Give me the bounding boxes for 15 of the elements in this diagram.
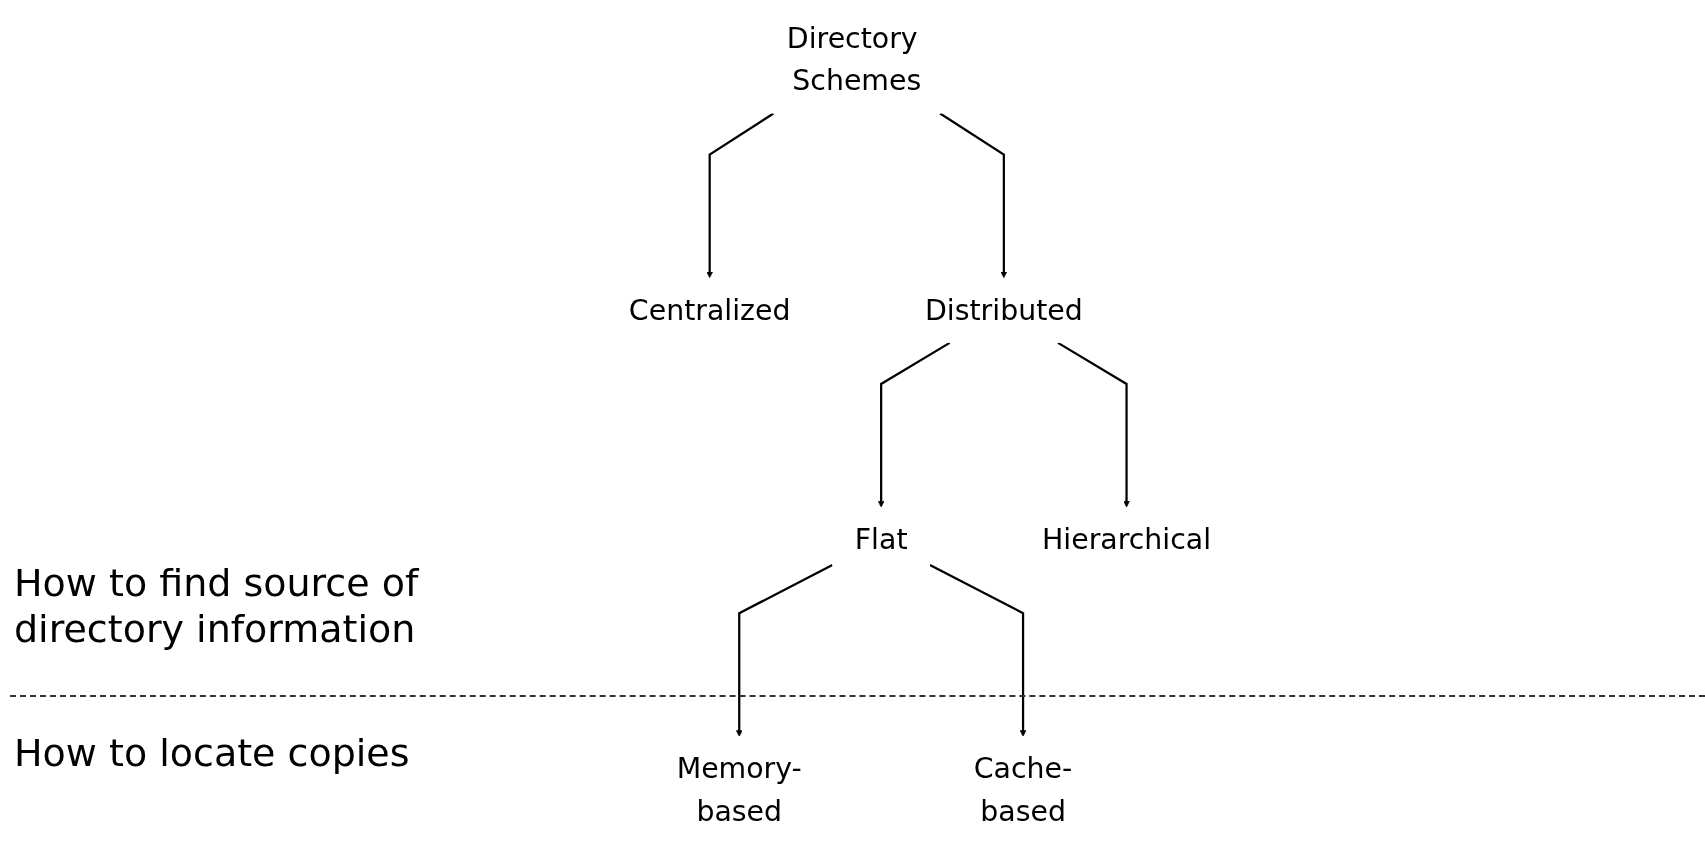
- side-note: How to locate copies: [14, 730, 411, 776]
- node-text: Distributed: [924, 293, 1083, 327]
- arrow: [1057, 341, 1130, 508]
- node-text: Cache-based: [973, 752, 1073, 828]
- arrow: [735, 563, 833, 737]
- arrow: [939, 112, 1008, 279]
- node-text: Hierarchical: [1041, 522, 1212, 556]
- node-text: Centralized: [628, 293, 791, 327]
- side-note: How to find source of directory information: [14, 560, 420, 652]
- node-text: Directory Schemes: [786, 21, 922, 98]
- node-text: Flat: [854, 522, 908, 556]
- node-text: Memory-based: [676, 752, 802, 828]
- arrow: [877, 341, 951, 508]
- arrow: [929, 563, 1027, 737]
- arrow: [706, 112, 774, 279]
